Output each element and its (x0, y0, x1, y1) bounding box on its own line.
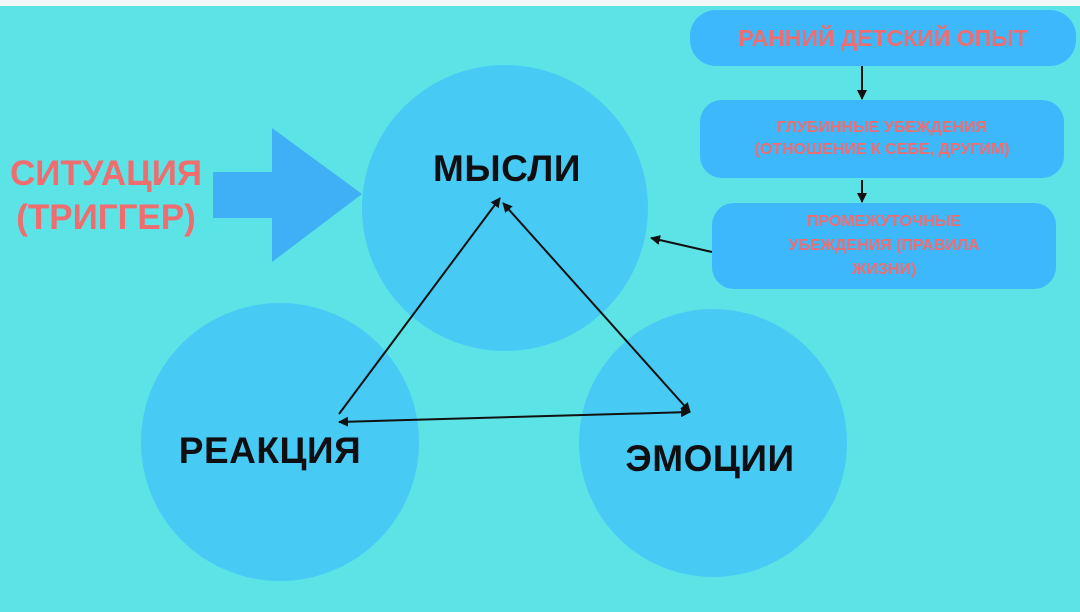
trigger-label-line1: СИТУАЦИЯ (9, 154, 203, 193)
early-experience-label: РАННИЙ ДЕТСКИЙ ОПЫТ (738, 24, 1028, 51)
top-strip (0, 0, 1080, 6)
trigger-label-line2: (ТРИГГЕР) (16, 198, 196, 237)
intermediate-beliefs-line1: ПРОМЕЖУТОЧНЫЕ (806, 213, 962, 230)
emotions-label: ЭМОЦИИ (625, 438, 795, 479)
intermediate-beliefs-pill: ПРОМЕЖУТОЧНЫЕ УБЕЖДЕНИЯ (ПРАВИЛА ЖИЗНИ) (712, 203, 1056, 289)
core-beliefs-line1: ГЛУБИННЫЕ УБЕЖДЕНИЯ (777, 119, 987, 136)
thoughts-label: МЫСЛИ (433, 148, 581, 189)
arrow-intermediate-to-thoughts (650, 235, 713, 253)
arrow-thoughts-to-emotions (502, 202, 691, 413)
early-experience-pill: РАННИЙ ДЕТСКИЙ ОПЫТ (690, 10, 1076, 66)
arrow-emotions-to-reaction (338, 407, 691, 427)
arrow-reaction-to-thoughts (338, 197, 501, 415)
trigger-block-arrow (213, 128, 362, 262)
reaction-label: РЕАКЦИЯ (178, 430, 362, 471)
thoughts-circle (362, 65, 648, 351)
core-beliefs-line2: (ОТНОШЕНИЕ К СЕБЕ, ДРУГИМ) (754, 141, 1010, 158)
intermediate-beliefs-line3: ЖИЗНИ) (851, 261, 917, 278)
trigger-label: СИТУАЦИЯ (ТРИГГЕР) (8, 152, 204, 240)
core-beliefs-pill: ГЛУБИННЫЕ УБЕЖДЕНИЯ (ОТНОШЕНИЕ К СЕБЕ, Д… (700, 100, 1064, 178)
reaction-circle (141, 303, 419, 581)
intermediate-beliefs-line2: УБЕЖДЕНИЯ (ПРАВИЛА (788, 237, 980, 254)
